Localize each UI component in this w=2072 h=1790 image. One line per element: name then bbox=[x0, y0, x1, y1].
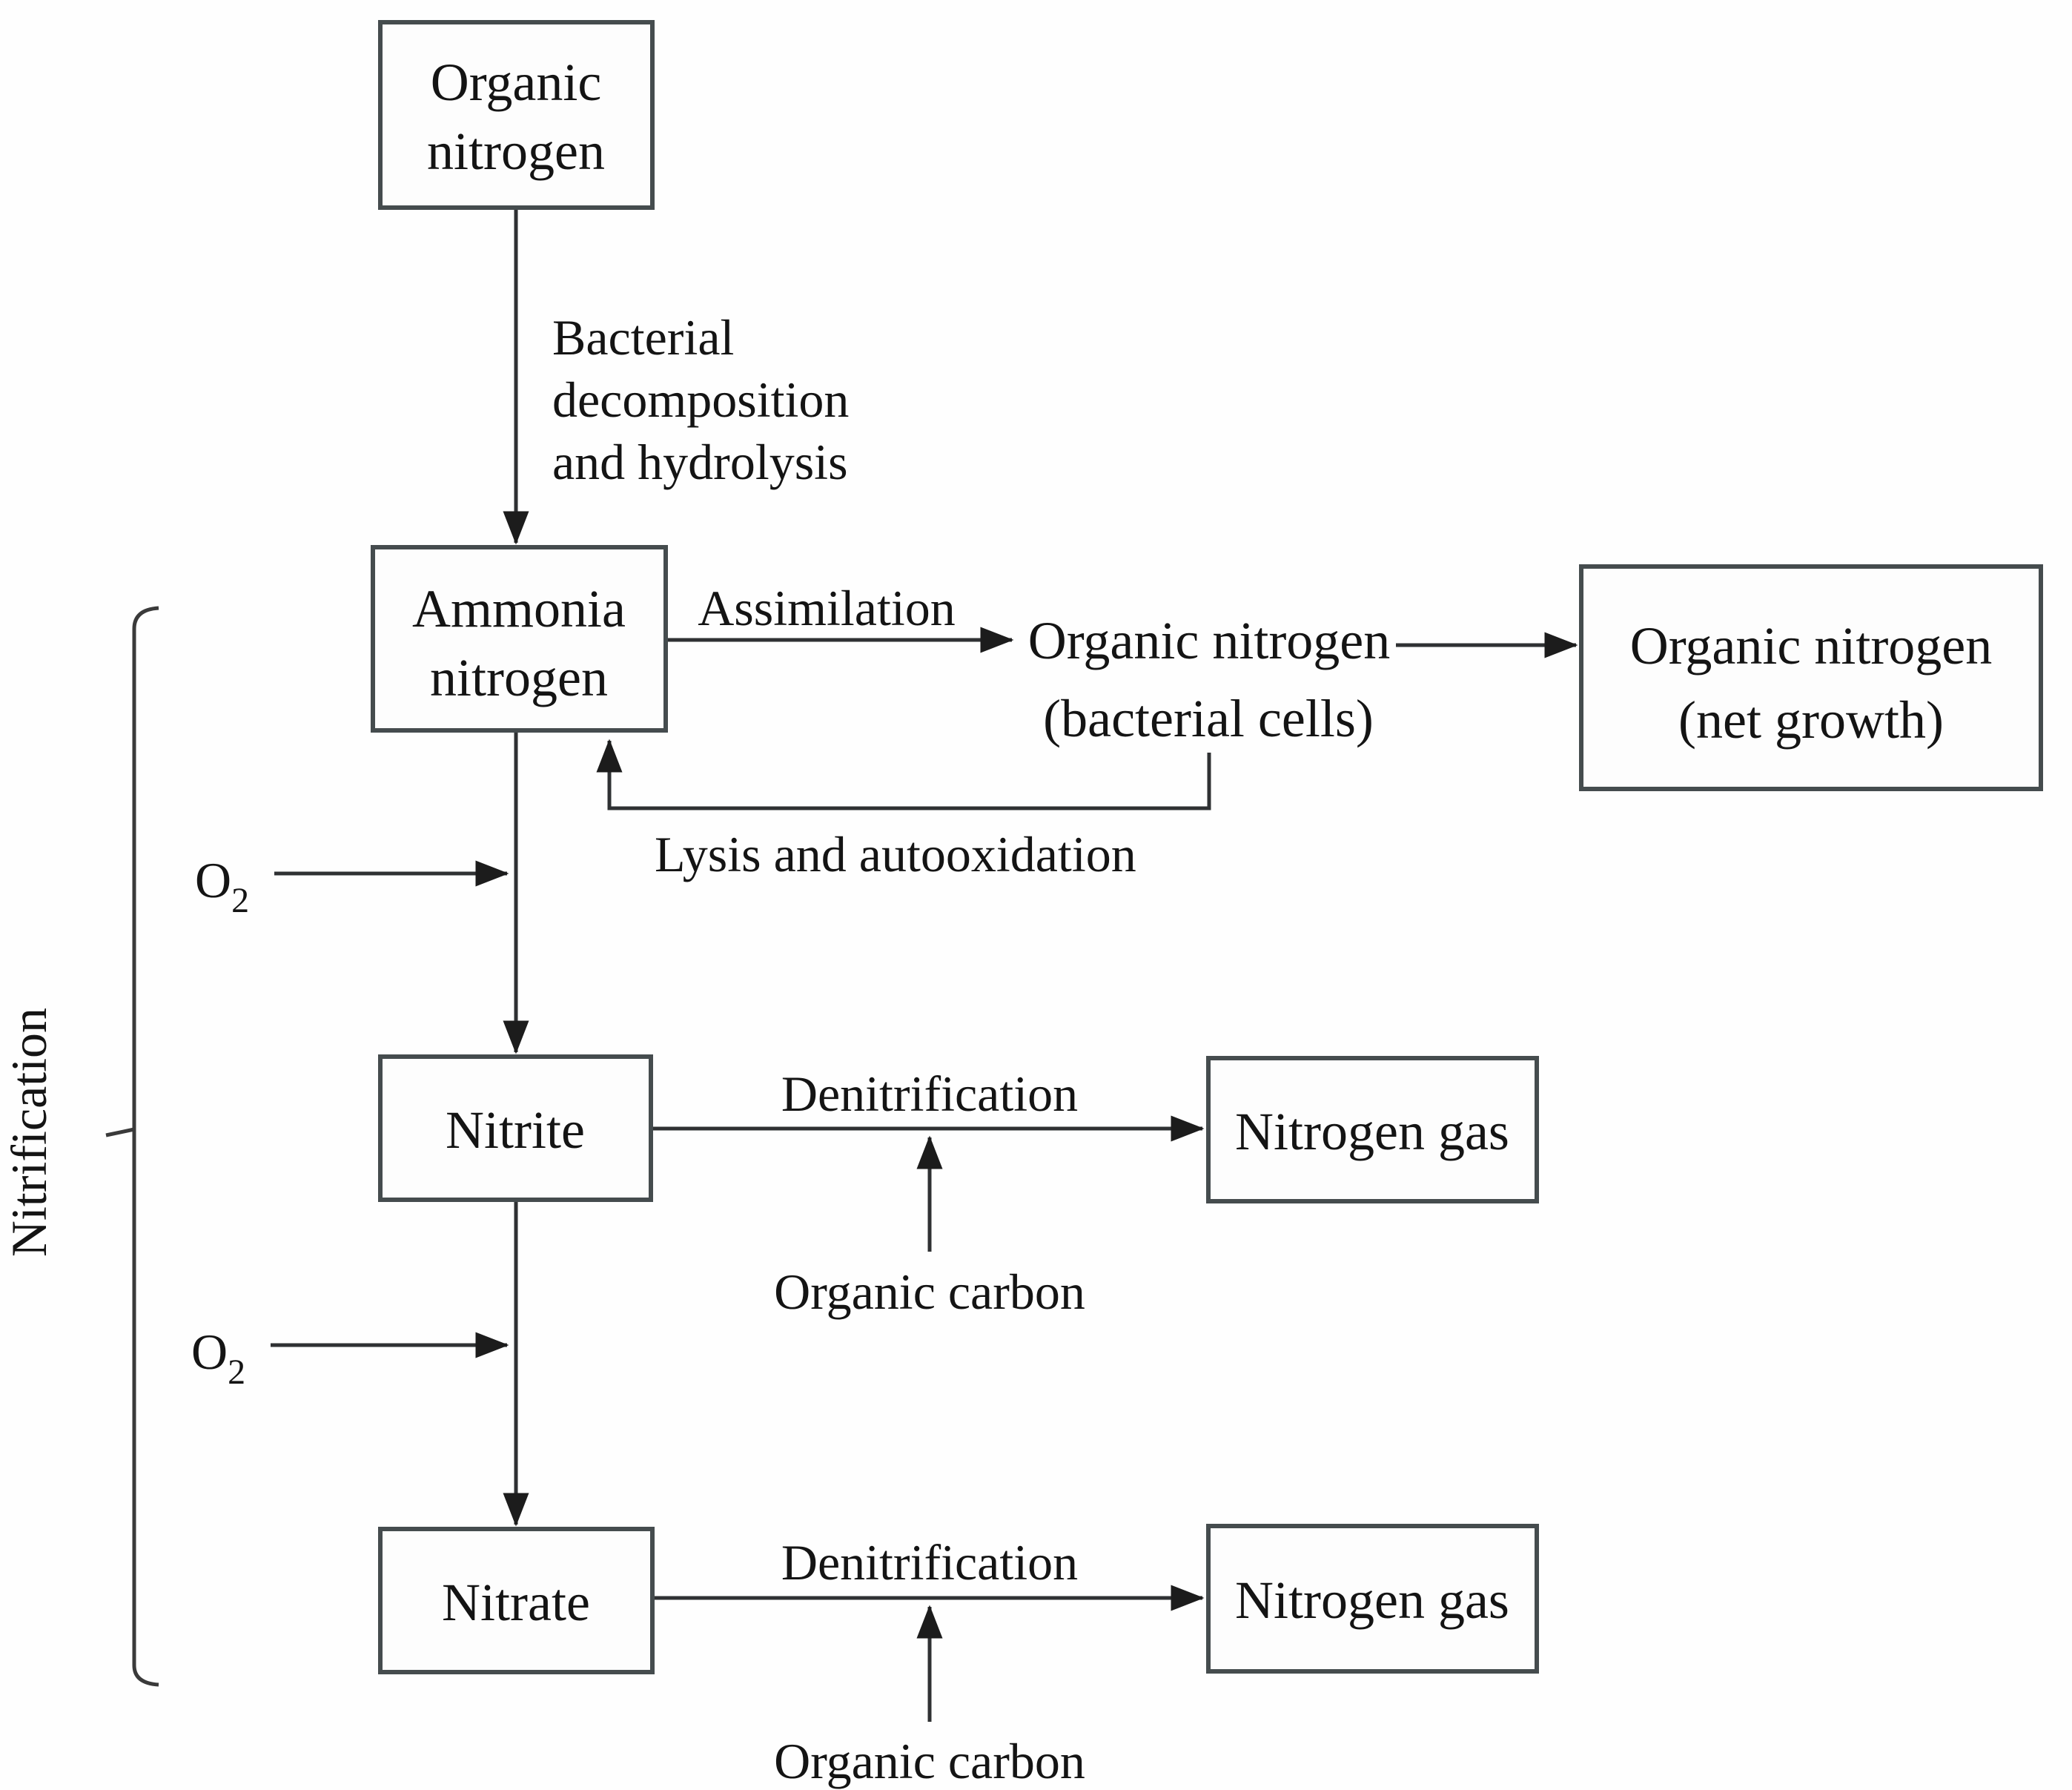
organic-carbon-label-2: Organic carbon bbox=[774, 1733, 1085, 1789]
box-nitrate bbox=[378, 1527, 655, 1674]
organic-carbon-label-1: Organic carbon bbox=[774, 1264, 1085, 1320]
box-organic-nitrogen-net-growth bbox=[1579, 564, 2043, 791]
organic-nitrogen-top-line2: nitrogen bbox=[427, 122, 605, 181]
bacterial-cells-line1: Organic nitrogen bbox=[1028, 611, 1391, 670]
o2-label-1: O2 bbox=[195, 852, 249, 920]
box-nitrogen-gas-2 bbox=[1206, 1524, 1539, 1674]
box-nitrite bbox=[378, 1054, 653, 1202]
assimilation-label: Assimilation bbox=[698, 580, 956, 636]
box-ammonia-nitrogen bbox=[371, 545, 668, 733]
box-nitrogen-gas-1 bbox=[1206, 1056, 1539, 1203]
net-growth-line1: Organic nitrogen bbox=[1630, 616, 1993, 676]
o2-2-base: O bbox=[191, 1324, 228, 1380]
lysis-label: Lysis and autooxidation bbox=[655, 826, 1136, 882]
o2-1-base: O bbox=[195, 852, 231, 908]
decomposition-label-line3: and hydrolysis bbox=[552, 434, 848, 490]
arrow-lysis-return bbox=[596, 739, 1211, 810]
nitrification-bracket bbox=[132, 606, 159, 1687]
o2-label-2: O2 bbox=[191, 1324, 245, 1392]
net-growth-line2: (net growth) bbox=[1678, 690, 1944, 750]
decomposition-label-line2: decomposition bbox=[552, 371, 849, 428]
denitrification-label-1: Denitrification bbox=[781, 1066, 1078, 1122]
bacterial-cells-line2: (bacterial cells) bbox=[1043, 689, 1374, 748]
nitrogen-gas-2-label: Nitrogen gas bbox=[1235, 1571, 1509, 1630]
ammonia-line1: Ammonia bbox=[412, 579, 626, 638]
nitrification-label: Nitrification bbox=[1, 1008, 57, 1257]
o2-2-subscript: 2 bbox=[228, 1353, 245, 1392]
decomposition-label-line1: Bacterial bbox=[552, 309, 734, 366]
o2-1-subscript: 2 bbox=[231, 881, 249, 920]
box-organic-nitrogen-top bbox=[378, 20, 655, 210]
organic-nitrogen-top-line1: Organic bbox=[431, 53, 602, 112]
nitrite-label: Nitrite bbox=[446, 1100, 585, 1160]
nitrate-label: Nitrate bbox=[442, 1573, 590, 1632]
nitrification-bracket-tick bbox=[105, 1127, 135, 1137]
denitrification-label-2: Denitrification bbox=[781, 1534, 1078, 1591]
ammonia-line2: nitrogen bbox=[430, 648, 608, 707]
nitrogen-gas-1-label: Nitrogen gas bbox=[1235, 1102, 1509, 1161]
